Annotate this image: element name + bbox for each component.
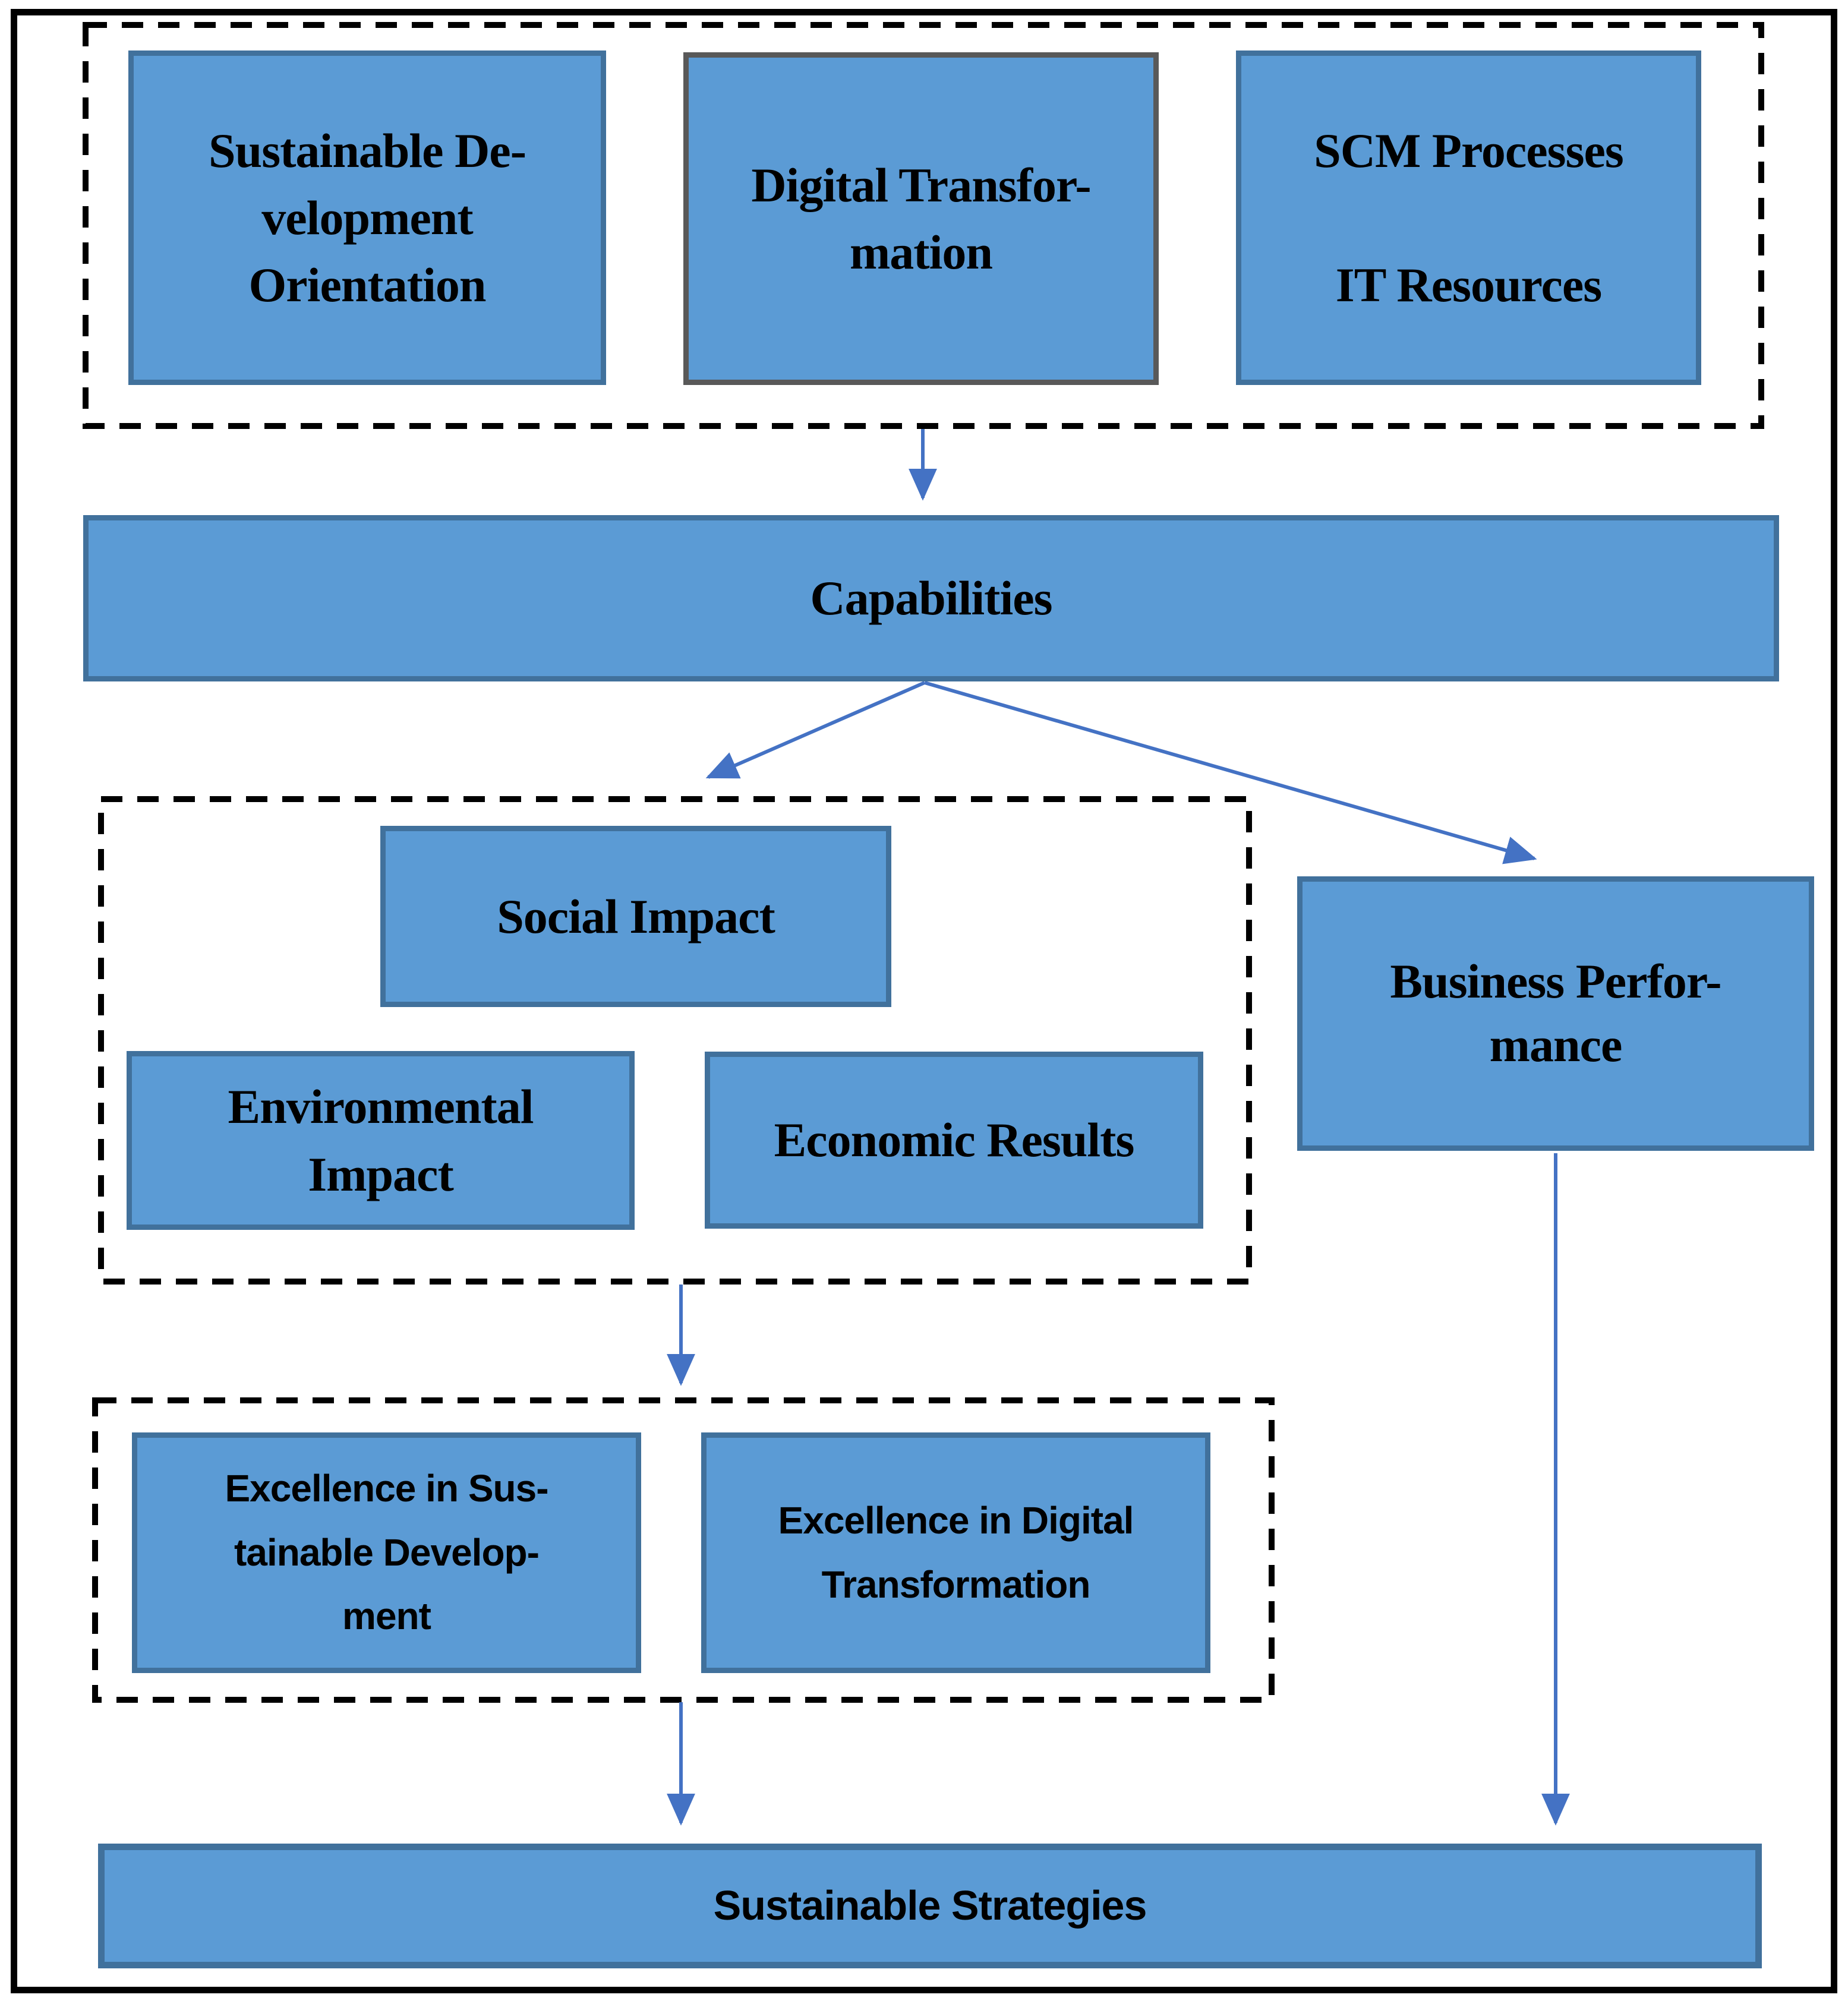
node-scm-processes-it-resources: SCM Processes IT Resources [1236, 51, 1701, 385]
node-sustainable-strategies: Sustainable Strategies [98, 1844, 1762, 1968]
node-sustainable-development-orientation: Sustainable De- velopment Orientation [128, 51, 606, 385]
node-economic-results: Economic Results [705, 1052, 1203, 1229]
node-business-performance: Business Perfor- mance [1297, 876, 1814, 1151]
node-social-impact: Social Impact [380, 826, 891, 1007]
node-excellence-sustainable-development: Excellence in Sus- tainable Develop- men… [132, 1432, 641, 1673]
diagram-outer-border [11, 9, 1837, 1993]
node-digital-transformation: Digital Transfor- mation [683, 52, 1159, 385]
node-excellence-digital-transformation: Excellence in Digital Transformation [701, 1432, 1210, 1673]
node-capabilities: Capabilities [83, 515, 1779, 681]
node-environmental-impact: Environmental Impact [127, 1051, 635, 1230]
